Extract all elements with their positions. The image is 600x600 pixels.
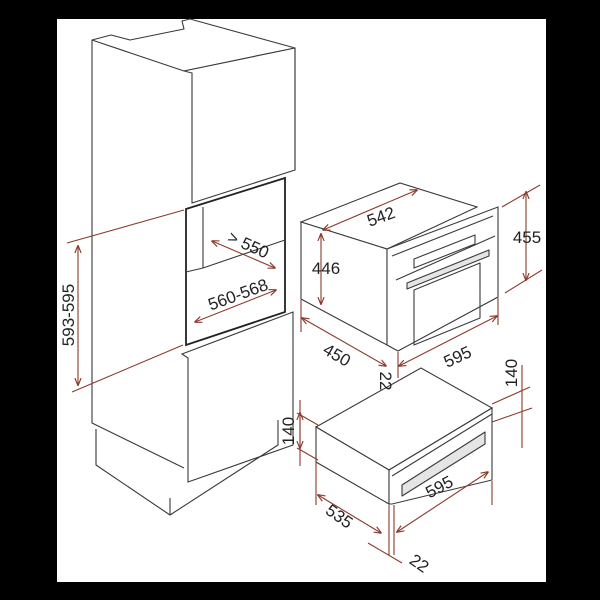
label-drawer-height-front: 140 — [502, 359, 521, 387]
label-oven-width: 595 — [441, 342, 475, 371]
label-niche-height: 593-595 — [59, 284, 78, 346]
label-drawer-height-body: 140 — [279, 417, 298, 445]
cabinet-plinth — [95, 420, 279, 516]
cabinet-upper-door — [183, 47, 296, 204]
dim-drawer-depth — [318, 495, 381, 533]
dim-drawer-width — [397, 472, 488, 532]
label-drawer-depth: 535 — [322, 501, 356, 533]
label-drawer-front-thickness: 22 — [406, 550, 432, 576]
oven-handle — [406, 249, 490, 290]
cabinet-lower-door — [180, 311, 294, 483]
oven-control-strip — [391, 215, 496, 281]
dimension-lines — [66, 184, 543, 564]
label-oven-height-front: 455 — [513, 228, 541, 247]
label-niche-width: 560-568 — [206, 275, 271, 314]
label-niche-depth: > 550 — [225, 228, 272, 263]
dim-drawer-front-thickness — [367, 542, 403, 564]
oven-niche — [185, 176, 286, 347]
tall-cabinet — [91, 18, 296, 516]
dim-oven-width — [399, 316, 497, 366]
dim-oven-depth-total — [302, 318, 386, 366]
cabinet-left-side — [91, 40, 185, 469]
label-oven-height-body: 446 — [312, 259, 340, 278]
dim-niche-depth — [212, 241, 275, 268]
drawer-front-edge — [391, 413, 493, 477]
dim-niche-width — [195, 290, 276, 322]
dim-oven-depth-body — [323, 190, 417, 230]
label-oven-front-thickness: 22 — [376, 372, 395, 391]
warming-drawer — [314, 367, 494, 505]
